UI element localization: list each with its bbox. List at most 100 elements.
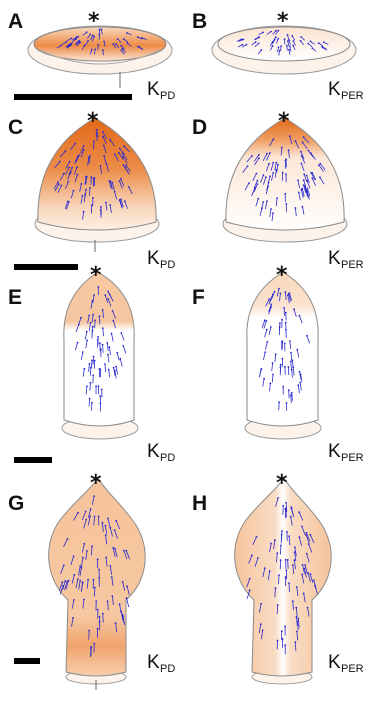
- growth-arrow-head: [94, 49, 96, 51]
- growth-arrow-head: [89, 398, 91, 400]
- scale-bar: [14, 264, 78, 270]
- growth-arrow-head: [280, 559, 282, 561]
- growth-arrow-head: [321, 46, 323, 48]
- growth-arrow-head: [102, 344, 104, 346]
- growth-arrow-head: [309, 534, 311, 536]
- growth-arrow-head: [308, 150, 310, 152]
- k-subscript: PD: [160, 452, 175, 464]
- growth-arrow-head: [306, 532, 308, 534]
- growth-arrow-head: [284, 343, 286, 345]
- growth-arrow-head: [297, 618, 299, 620]
- growth-arrow-head: [292, 564, 294, 566]
- growth-arrow-head: [264, 351, 266, 353]
- growth-arrow-head: [306, 189, 308, 191]
- growth-arrow-head: [272, 172, 274, 174]
- growth-arrow-head: [310, 573, 312, 575]
- growth-arrow-head: [83, 543, 85, 545]
- growth-arrow-head: [297, 384, 299, 386]
- growth-arrow-head: [310, 152, 312, 154]
- growth-arrow-head: [247, 165, 249, 167]
- growth-arrow-head: [72, 617, 74, 619]
- k-label-f: K PER: [328, 441, 364, 464]
- growth-arrow-head: [125, 550, 127, 552]
- growth-arrow-head: [92, 197, 94, 199]
- growth-arrow-head: [109, 180, 111, 182]
- growth-arrow-head: [286, 402, 288, 404]
- growth-arrow-head: [254, 188, 256, 190]
- k-subscript: PER: [341, 90, 364, 102]
- growth-arrow-head: [123, 164, 125, 166]
- growth-arrow-head: [85, 189, 87, 191]
- growth-arrow-head: [308, 543, 310, 545]
- growth-arrow-head: [297, 620, 299, 622]
- panel-f: [245, 272, 321, 439]
- growth-arrow-head: [69, 161, 71, 163]
- growth-arrow-head: [313, 579, 315, 581]
- growth-arrow-head: [257, 180, 259, 182]
- growth-arrow-head: [68, 167, 70, 169]
- growth-arrow-head: [122, 345, 124, 347]
- k-symbol: K: [328, 652, 341, 673]
- growth-arrow-head: [291, 392, 293, 394]
- growth-arrow-head: [302, 564, 304, 566]
- growth-arrow-head: [307, 43, 309, 45]
- growth-arrow-head: [102, 131, 104, 133]
- growth-arrow-head: [70, 38, 72, 40]
- growth-arrow-head: [89, 363, 91, 365]
- growth-arrow-head: [77, 512, 79, 514]
- growth-arrow-head: [83, 149, 85, 151]
- k-symbol: K: [328, 441, 341, 462]
- growth-arrow-head: [303, 179, 305, 181]
- growth-arrow-head: [286, 531, 288, 533]
- growth-arrow-head: [282, 386, 284, 388]
- growth-arrow-head: [279, 322, 281, 324]
- growth-arrow-head: [87, 40, 89, 42]
- growth-arrow-head: [295, 140, 297, 142]
- growth-arrow-head: [294, 546, 296, 548]
- growth-arrow-head: [98, 569, 100, 571]
- growth-arrow-head: [287, 294, 289, 296]
- growth-arrow-head: [285, 502, 287, 504]
- growth-arrow-head: [86, 340, 88, 342]
- growth-arrow-head: [282, 505, 284, 507]
- growth-arrow-head: [280, 292, 282, 294]
- growth-arrow-head: [288, 366, 290, 368]
- growth-arrow-head: [305, 534, 307, 536]
- growth-arrow-head: [306, 175, 308, 177]
- growth-arrow-head: [111, 333, 113, 335]
- growth-arrow-head: [83, 211, 85, 213]
- growth-arrow-head: [269, 570, 271, 572]
- growth-arrow-head: [277, 38, 279, 40]
- growth-arrow-head: [73, 574, 75, 576]
- k-label-a: K PD: [147, 79, 175, 102]
- growth-arrow-head: [299, 536, 301, 538]
- growth-arrow-head: [120, 178, 122, 180]
- growth-arrow-head: [279, 50, 281, 52]
- growth-arrow: [95, 320, 96, 328]
- growth-arrow-head: [258, 36, 260, 38]
- growth-arrow-head: [67, 538, 69, 540]
- growth-arrow-head: [102, 309, 104, 311]
- growth-arrow-head: [270, 326, 272, 328]
- growth-arrow-head: [272, 374, 274, 376]
- growth-arrow-head: [277, 164, 279, 166]
- growth-arrow-head: [285, 559, 287, 561]
- growth-arrow-head: [61, 185, 63, 187]
- growth-arrow-head: [119, 603, 121, 605]
- growth-arrow-head: [84, 193, 86, 195]
- growth-arrow-head: [292, 600, 294, 602]
- growth-arrow-head: [93, 140, 95, 142]
- growth-arrow-head: [102, 522, 104, 524]
- growth-arrow-head: [90, 367, 92, 369]
- growth-arrow-head: [272, 41, 274, 43]
- k-label-e: K PD: [147, 441, 175, 464]
- growth-arrow-head: [304, 564, 306, 566]
- growth-arrow-head: [102, 136, 104, 138]
- k-label-d: K PER: [328, 248, 364, 271]
- growth-arrow-head: [256, 173, 258, 175]
- k-subscript: PD: [160, 90, 175, 102]
- tip-marker-c: *: [87, 109, 99, 134]
- growth-arrow-head: [89, 155, 91, 157]
- growth-arrow-head: [277, 640, 279, 642]
- growth-arrow-head: [288, 293, 290, 295]
